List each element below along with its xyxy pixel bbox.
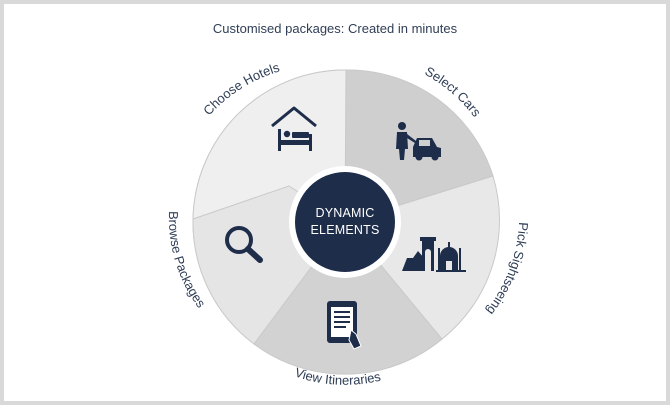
magnifier-icon — [225, 226, 263, 263]
center-circle — [295, 172, 395, 272]
car-driver-icon — [396, 122, 441, 161]
cycle-diagram: DYNAMIC ELEMENTS — [166, 59, 531, 387]
segment-view-itineraries[interactable] — [253, 221, 443, 375]
center-line1: DYNAMIC — [315, 206, 374, 220]
center-line2: ELEMENTS — [311, 223, 380, 237]
monuments-icon — [402, 237, 466, 272]
hotel-bed-icon — [271, 106, 317, 151]
tablet-document-icon — [327, 301, 362, 350]
diagram-title: Customised packages: Created in minutes — [212, 21, 458, 36]
